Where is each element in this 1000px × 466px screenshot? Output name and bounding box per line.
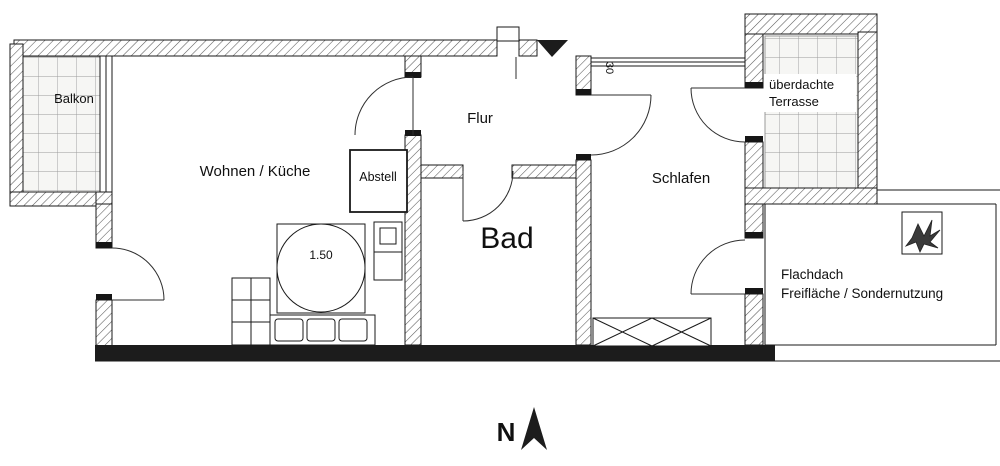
walls (9, 13, 1000, 362)
door-terrace-lower (690, 239, 746, 295)
low-sill-window-x (592, 317, 712, 347)
kitchen-appliance (373, 221, 403, 281)
wall-segment (857, 31, 878, 191)
wall-dimension-label: 30 (603, 62, 615, 74)
room-label-flur: Flur (467, 110, 493, 127)
turning-radius-label: 1.50 (309, 248, 333, 262)
door-schlafen-entry (590, 94, 652, 156)
terrace: überdachte Terrasse (764, 35, 859, 189)
label-flachdach-1: Flachdach (781, 267, 843, 282)
north-label: N (497, 417, 516, 447)
wall-segment (13, 39, 498, 57)
windows (99, 55, 746, 347)
wall-segment (744, 33, 764, 89)
balcony-tiles (22, 56, 101, 193)
door-terrace-upper (690, 87, 746, 143)
wall-segment (511, 164, 577, 179)
room-label-terrasse-1: überdachte (769, 77, 834, 92)
wall-segment (744, 293, 764, 346)
wall-segment (95, 191, 113, 205)
label-flachdach-2: Freifläche / Sondernutzung (781, 286, 943, 301)
room-label-schlafen: Schlafen (652, 170, 710, 187)
balcony: Balkon (22, 56, 101, 193)
entrance-marker-icon (537, 40, 568, 57)
wall-bottom (95, 345, 775, 361)
entrance-recess (496, 26, 520, 42)
wall-segment (9, 191, 99, 207)
wall-segment (420, 164, 464, 179)
room-label-balkon: Balkon (54, 91, 94, 106)
wall-segment (9, 43, 24, 195)
wall-segment (575, 159, 592, 346)
roof-detail-icon (901, 211, 943, 255)
sink-icon (274, 318, 304, 342)
abstell-outline (349, 149, 408, 213)
kitchen: 1.50 (231, 221, 403, 346)
sink-icon (306, 318, 336, 342)
wall-segment (95, 299, 113, 347)
wall-segment (95, 203, 113, 249)
kitchen-cabinet-grid (231, 277, 271, 346)
wall-segment (744, 141, 764, 189)
room-label-abstell: Abstell (359, 170, 397, 184)
wall-segment (518, 39, 538, 57)
kitchen-counter (269, 314, 376, 346)
door-flur-wohnen (354, 76, 414, 136)
room-label-wohnen-kueche: Wohnen / Küche (200, 163, 311, 180)
wall-segment (744, 187, 878, 205)
room-label-bad: Bad (480, 222, 533, 255)
entrance: 30 (496, 26, 615, 79)
wall-segment (744, 13, 878, 35)
storage-room: Abstell (349, 149, 408, 213)
door-bad (462, 170, 514, 222)
hob-icon (338, 318, 368, 342)
terrace-label-backdrop (764, 74, 856, 112)
door-balcony-side (111, 247, 165, 301)
doors (111, 76, 746, 301)
turning-circle (276, 223, 366, 313)
room-label-terrasse-2: Terrasse (769, 94, 819, 109)
flat-roof-area: Flachdach Freifläche / Sondernutzung (764, 189, 1000, 346)
north-arrow-icon (521, 407, 547, 450)
north-arrow: N (497, 407, 547, 450)
room-labels: Wohnen / Küche Flur Bad Schlafen (200, 110, 711, 255)
